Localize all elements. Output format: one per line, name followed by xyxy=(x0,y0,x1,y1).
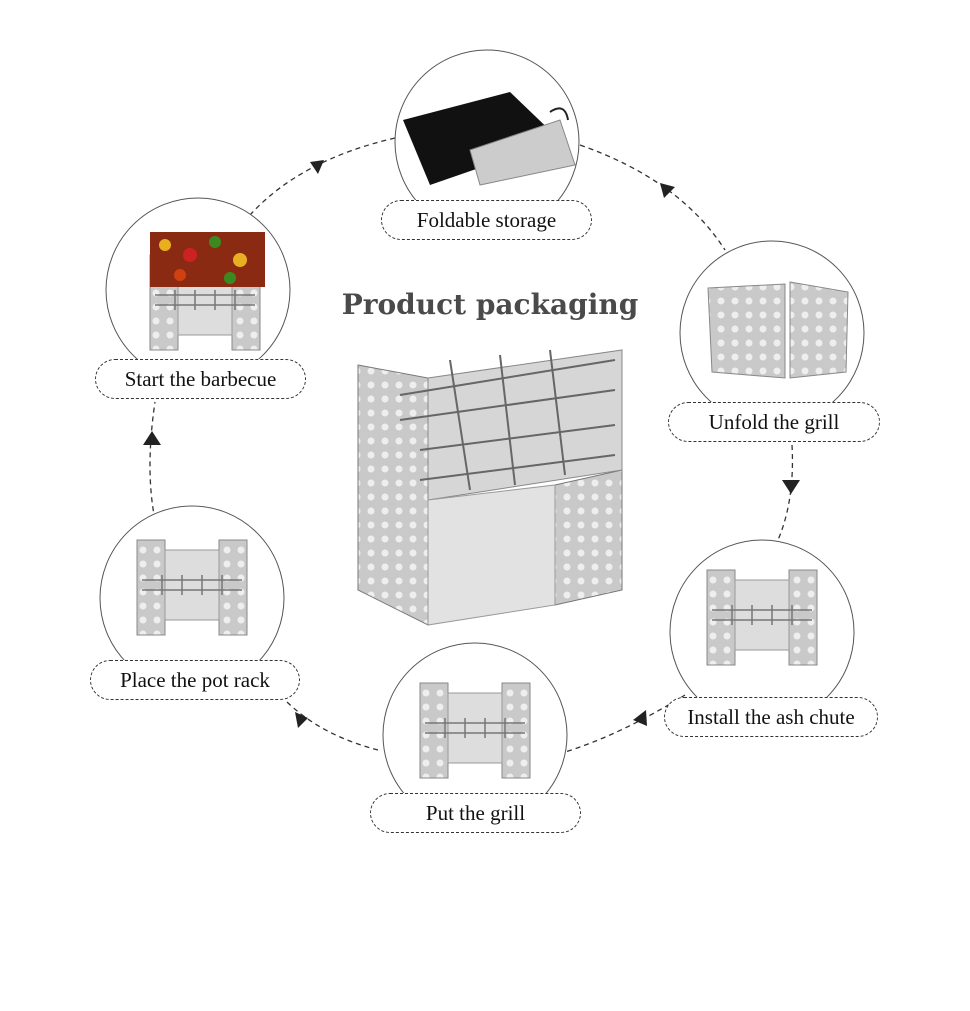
step-label-foldable-storage: Foldable storage xyxy=(381,200,592,240)
arrow-icon xyxy=(310,160,324,174)
step-label-put-grill: Put the grill xyxy=(370,793,581,833)
arrow-icon xyxy=(660,183,675,198)
unfolded-grill-image xyxy=(707,281,849,379)
step-label-start-barbecue: Start the barbecue xyxy=(95,359,306,399)
arrow-icons xyxy=(143,160,800,728)
arrow-icon xyxy=(295,712,308,728)
step-label-place-pot-rack: Place the pot rack xyxy=(90,660,300,700)
barbecue-image xyxy=(149,232,265,351)
arrow-icon xyxy=(782,480,800,494)
main-product-image xyxy=(357,349,623,626)
arrow-icon xyxy=(633,710,647,726)
step-label-install-ash-chute: Install the ash chute xyxy=(664,697,878,737)
arrow-icon xyxy=(143,431,161,445)
page-title: Product packaging xyxy=(341,288,639,321)
storage-bag-image xyxy=(403,92,576,186)
step-label-unfold-grill: Unfold the grill xyxy=(668,402,880,442)
connector-lines xyxy=(149,137,794,753)
